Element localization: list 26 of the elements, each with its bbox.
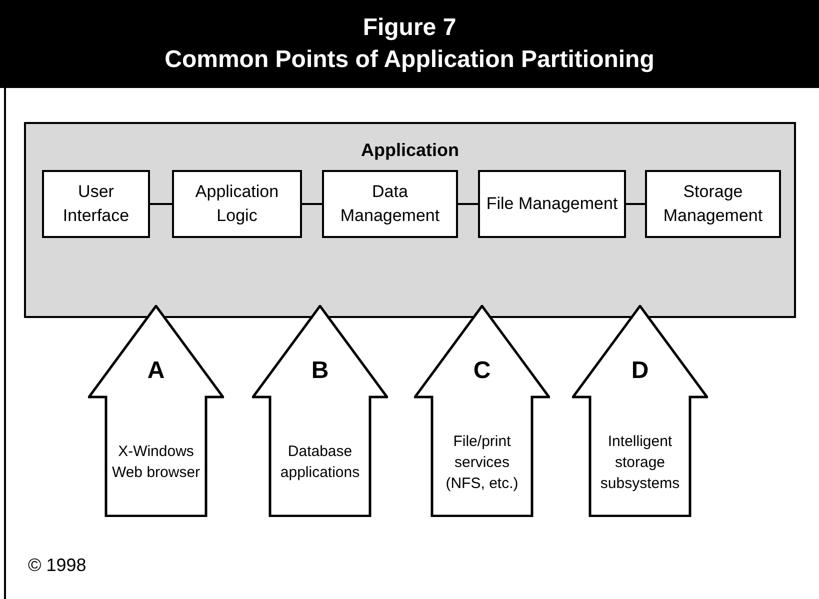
arrow-letter: D [630,357,650,385]
process-box: Application Logic [172,170,302,238]
arrow-text: Intelligent storage subsystems [599,432,681,494]
connector-line [302,203,322,205]
arrow-letter: A [146,357,166,385]
arrow-letter: B [310,357,330,385]
process-box: User Interface [42,170,150,238]
partition-pointer [88,305,224,517]
container-box [24,122,796,318]
process-box: Data Management [322,170,458,238]
connector-line [458,203,478,205]
partition-pointer [252,305,388,517]
diagram-title: Common Points of Application Partitioning [164,46,656,74]
figure-number: Figure 7 [362,14,458,42]
arrow-text: X-Windows Web browser [110,442,202,483]
arrow-letter: C [472,357,492,385]
connector-line [150,203,172,205]
connector-line [626,203,645,205]
partition-pointer [414,305,550,517]
group-title: Application [360,140,460,161]
arrow-text: File/print services (NFS, etc.) [444,432,520,494]
caption: © 1998 [28,555,86,576]
partition-pointer [572,305,708,517]
process-box: File Management [478,170,626,238]
process-box: Storage Management [645,170,781,238]
arrow-text: Database applications [279,442,361,483]
